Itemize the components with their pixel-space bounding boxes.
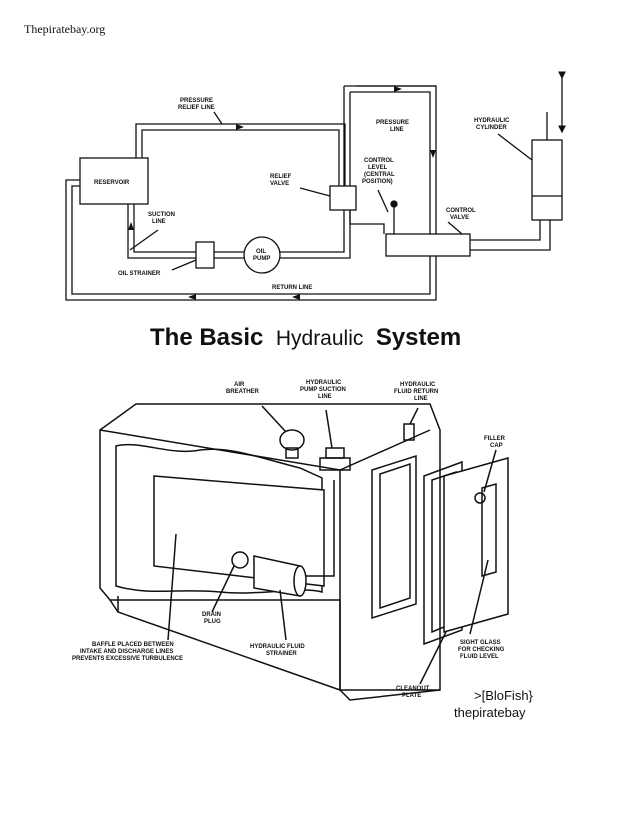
title-part-3: System — [376, 324, 461, 351]
label-baffle-2: INTAKE AND DISCHARGE LINES — [80, 649, 173, 655]
label-drain-plug-1: DRAIN — [202, 612, 221, 618]
site-watermark: Thepiratebay.org — [24, 22, 106, 36]
label-filler-cap-2: CAP — [490, 443, 503, 449]
label-control-level-2: LEVEL — [368, 165, 388, 171]
return-fitting — [403, 423, 415, 441]
title-part-1: The Basic — [150, 324, 263, 351]
label-cleanout-2: PLATE — [402, 693, 421, 699]
reservoir-cutaway-drawing — [99, 403, 509, 701]
label-control-level-3: (CENTRAL — [364, 172, 395, 178]
label-reservoir: RESERVOIR — [94, 180, 130, 186]
filler-cap — [474, 492, 486, 504]
label-drain-plug-2: PLUG — [204, 619, 221, 625]
label-baffle-3: PREVENTS EXCESSIVE TURBULENCE — [72, 656, 183, 662]
label-fluid-return-3: LINE — [414, 396, 428, 402]
label-cleanout-1: CLEANOUT — [396, 686, 430, 692]
pressure-line — [349, 210, 385, 234]
credit-line-1: >[BloFish} — [474, 688, 534, 703]
cleanout-plate — [443, 457, 509, 633]
label-pressure-line-1: PRESSURE — [376, 120, 409, 126]
label-filler-cap-1: FILLER — [484, 436, 506, 442]
label-sight-glass-3: FLUID LEVEL — [460, 654, 499, 660]
label-hydraulic-cylinder-2: CYLINDER — [476, 125, 507, 131]
label-control-valve-1: CONTROL — [446, 208, 476, 214]
label-fluid-return-2: FLUID RETURN — [394, 389, 438, 395]
credit-block: >[BloFish} thepiratebay — [454, 688, 534, 720]
credit-line-2: thepiratebay — [454, 705, 526, 720]
label-sight-glass-1: SIGHT GLASS — [460, 640, 501, 646]
label-return-line: RETURN LINE — [272, 285, 312, 291]
label-sight-glass-2: FOR CHECKING — [458, 647, 505, 653]
svg-text:The Basic Hydraulic: The Basic Hydraulic System — [150, 324, 461, 351]
label-control-level-4: POSITION) — [362, 179, 393, 185]
return-line — [65, 179, 437, 301]
pressure-relief-line — [135, 123, 346, 186]
hydraulic-cylinder — [531, 139, 563, 221]
control-valve — [385, 233, 471, 257]
label-pump-suction-1: HYDRAULIC — [306, 380, 342, 386]
cutaway-labels: AIR BREATHER HYDRAULIC PUMP SUCTION LINE… — [72, 380, 506, 699]
label-fluid-return-1: HYDRAULIC — [400, 382, 436, 388]
label-pump-suction-2: PUMP SUCTION — [300, 387, 346, 393]
label-control-level-1: CONTROL — [364, 158, 394, 164]
oil-pump — [243, 236, 281, 274]
tank-body — [99, 403, 441, 691]
label-hydraulic-cylinder-1: HYDRAULIC — [474, 118, 510, 124]
label-pressure-relief-line-1: PRESSURE — [180, 98, 213, 104]
reservoir-box — [79, 157, 149, 205]
label-suction-line-1: SUCTION — [148, 212, 175, 218]
label-pressure-relief-line-2: RELIEF LINE — [178, 105, 215, 111]
air-breather — [279, 429, 305, 451]
suction-line — [127, 204, 196, 259]
label-fluid-strainer-1: HYDRAULIC FLUID — [250, 644, 305, 650]
hydraulic-circuit-diagram — [65, 71, 566, 301]
label-pressure-line-2: LINE — [390, 127, 404, 133]
label-air-breather-1: AIR — [234, 382, 245, 388]
label-suction-line-2: LINE — [152, 219, 166, 225]
label-relief-valve-1: RELIEF — [270, 174, 292, 180]
circuit-labels: RESERVOIR PRESSURE RELIEF LINE PRESSURE … — [94, 98, 510, 291]
label-pump-suction-3: LINE — [318, 394, 332, 400]
drain-plug — [231, 551, 249, 569]
label-relief-valve-2: VALVE — [270, 181, 289, 187]
diagram-title: The Basic Hydraulic System — [150, 324, 461, 351]
oil-strainer — [195, 241, 215, 269]
title-part-2: Hydraulic — [276, 327, 364, 350]
label-oil-pump-1: OIL — [256, 249, 266, 255]
label-baffle-1: BAFFLE PLACED BETWEEN — [92, 642, 174, 648]
baffle-plate — [153, 475, 325, 587]
label-oil-pump-2: PUMP — [253, 256, 270, 262]
label-fluid-strainer-2: STRAINER — [266, 651, 297, 657]
label-air-breather-2: BREATHER — [226, 389, 260, 395]
label-control-valve-2: VALVE — [450, 215, 469, 221]
label-oil-strainer: OIL STRAINER — [118, 271, 161, 277]
relief-valve — [329, 185, 357, 211]
